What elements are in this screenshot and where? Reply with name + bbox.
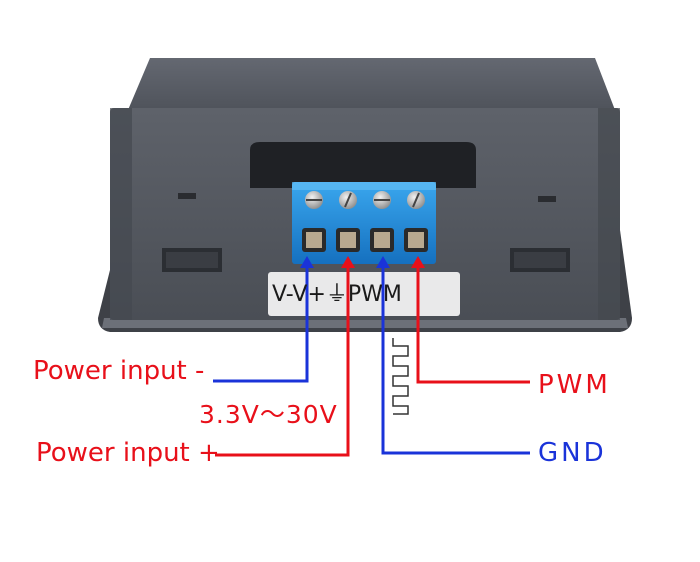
clip-slot-left: [178, 193, 196, 199]
power-input-positive-label: Power input +: [36, 438, 220, 468]
housing-top: [128, 58, 615, 110]
gnd-label: GND: [538, 438, 607, 468]
pwm-waveform-icon: [392, 338, 409, 415]
wire-gnd: [376, 256, 530, 455]
power-input-negative-label: Power input -: [33, 356, 205, 386]
wire-power-positive: [215, 256, 355, 457]
pwm-label: PWM: [538, 370, 611, 400]
terminal-openings: [302, 228, 428, 252]
wire-pwm: [411, 256, 530, 384]
wire-power-negative: [213, 256, 314, 383]
pin-marking-label: V-V+⏚PWM: [272, 282, 402, 307]
terminal-screws: [305, 191, 425, 209]
terminal-block: [292, 182, 436, 264]
clip-slot-right: [538, 196, 556, 202]
pin-label-plate: [268, 272, 460, 316]
terminal-recess: [250, 142, 476, 188]
voltage-range-label: 3.3V～30V: [199, 400, 338, 429]
